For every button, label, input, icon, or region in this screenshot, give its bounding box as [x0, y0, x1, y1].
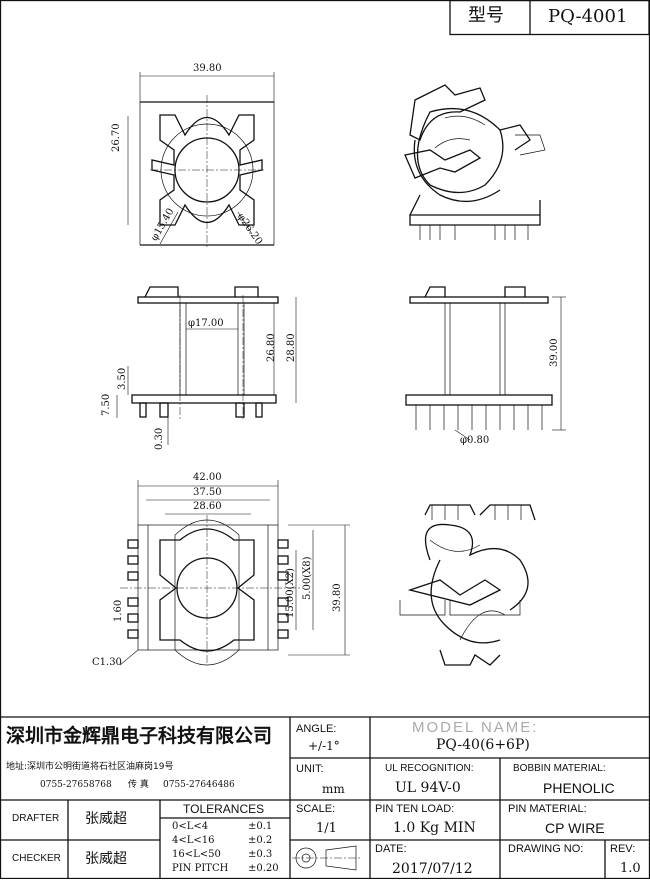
revision-value: 1.0	[620, 861, 641, 876]
dim-core-diameter: φ17.00	[188, 318, 224, 329]
scale-value: 1/1	[316, 821, 337, 836]
date-label: DATE:	[375, 843, 407, 855]
tolerance-value: ±0.20	[248, 863, 279, 874]
dim-bottom-w1: 42.00	[193, 472, 222, 483]
tolerance-range: 16<L<50	[172, 849, 221, 860]
dim-pin-length: 7.50	[101, 393, 112, 416]
dim-gap: 0.30	[154, 427, 165, 450]
tolerance-value: ±0.2	[248, 835, 273, 846]
iso-view-bottom	[399, 504, 536, 666]
dim-bottom-w2: 37.50	[193, 487, 222, 498]
tolerance-value: ±0.1	[248, 821, 273, 832]
dim-front-height: 39.00	[549, 338, 560, 367]
checker-label: CHECKER	[12, 853, 61, 864]
pin-load-value: 1.0 Kg MIN	[393, 820, 476, 836]
dim-height-2: 28.80	[286, 333, 297, 362]
tolerance-range: 0<L<4	[172, 821, 209, 832]
drafter-name: 张威超	[85, 811, 127, 827]
checker-name: 张威超	[85, 851, 127, 867]
dim-pitch-x2: 15.00(X2)	[285, 568, 296, 618]
tolerance-value: ±0.3	[248, 849, 273, 860]
bottom-view	[119, 480, 350, 666]
model-name-value: PQ-40(6+6P)	[436, 737, 530, 753]
pin-material-value: CP WIRE	[545, 820, 605, 836]
dim-pin-width: 1.60	[113, 599, 124, 622]
model-name-label: MODEL NAME:	[412, 719, 539, 736]
front-view	[405, 286, 566, 441]
scale-label: SCALE:	[296, 803, 336, 815]
model-number: PQ-4001	[548, 6, 628, 27]
tolerance-range: 4<L<16	[172, 835, 215, 846]
company-phone: 0755-27658768	[40, 780, 112, 790]
ul-value: UL 94V-0	[395, 780, 461, 796]
dim-base-height: 3.50	[117, 367, 128, 390]
revision-label: REV:	[610, 843, 636, 855]
angle-value: +/-1°	[308, 739, 340, 753]
unit-value: mm	[322, 782, 345, 796]
dim-top-height: 26.70	[111, 123, 122, 152]
drafter-label: DRAFTER	[12, 813, 60, 824]
dim-height-1: 26.80	[266, 333, 277, 362]
header-box	[449, 0, 650, 36]
drawing-number-label: DRAWING NO:	[508, 843, 584, 855]
company-fax: 0755-27646486	[163, 780, 235, 790]
bobbin-material-label: BOBBIN MATERIAL:	[513, 763, 606, 774]
dim-pitch-x8: 5.00(X8)	[302, 556, 313, 600]
title-block-grid	[0, 716, 650, 879]
bobbin-material-value: PHENOLIC	[543, 780, 615, 796]
dim-bottom-w3: 28.60	[193, 501, 222, 512]
top-view	[127, 72, 275, 248]
angle-label: ANGLE:	[296, 723, 337, 735]
pin-material-label: PIN MATERIAL:	[508, 803, 587, 815]
company-name: 深圳市金辉鼎电子科技有限公司	[6, 725, 273, 747]
date-value: 2017/07/12	[392, 861, 473, 877]
dim-chamfer: C1.30	[92, 657, 122, 668]
side-view	[116, 286, 297, 445]
dim-top-width: 39.80	[193, 63, 222, 74]
model-label: 型号	[468, 5, 504, 26]
pin-load-label: PIN TEN LOAD:	[375, 803, 455, 815]
company-address: 地址:深圳市公明街道将石社区油麻岗19号	[6, 762, 174, 772]
dim-pin-diameter: φ0.80	[460, 435, 490, 446]
dim-bottom-height: 39.80	[332, 583, 343, 612]
unit-label: UNIT:	[296, 763, 324, 775]
tolerances-label: TOLERANCES	[183, 802, 265, 816]
ul-label: UL RECOGNITION:	[385, 763, 474, 774]
fax-label: 传 真	[128, 780, 149, 790]
iso-view-top	[404, 84, 546, 240]
tolerance-range: PIN PITCH	[172, 863, 229, 874]
